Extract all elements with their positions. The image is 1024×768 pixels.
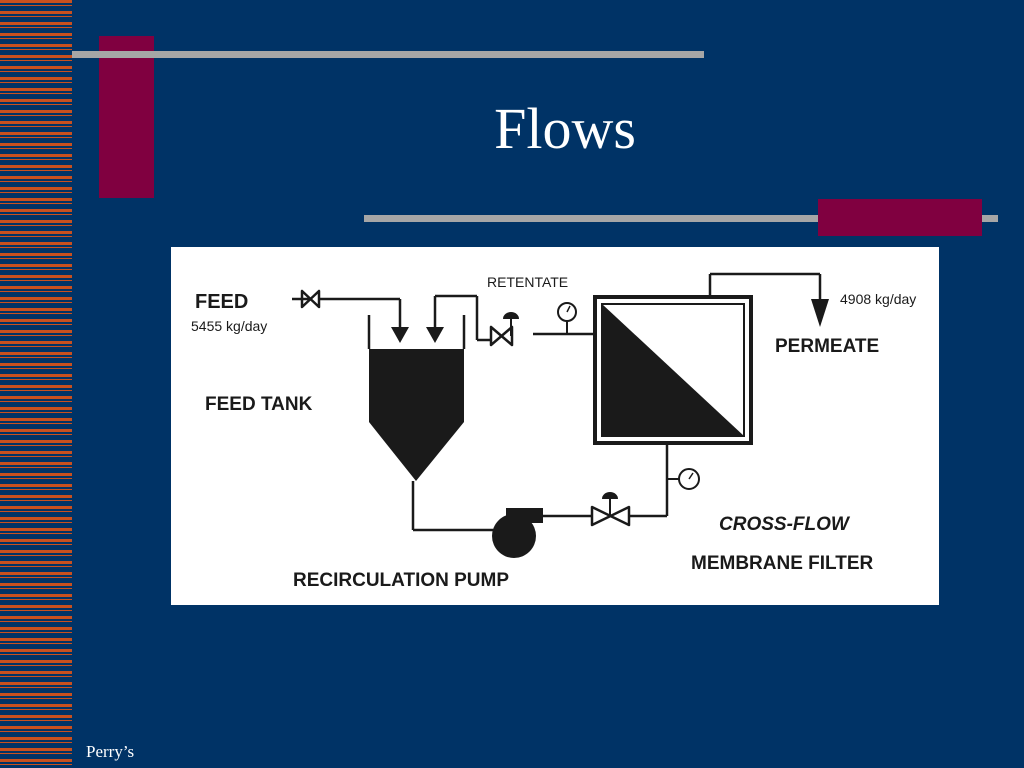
cross-flow-diagram: FEED 5455 kg/day RETENTATE 4908 kg/day P…: [171, 247, 939, 605]
pump-valve-icon: [590, 492, 631, 527]
retentate-label: RETENTATE: [487, 274, 568, 290]
decorative-stripes: [0, 0, 72, 768]
feed-rate-label: 5455 kg/day: [191, 318, 267, 334]
feed-line: [292, 297, 409, 343]
accent-bar-top: [72, 51, 704, 58]
permeate-line: [708, 272, 829, 327]
return-line: [426, 294, 595, 343]
feed-tank-icon: [367, 315, 466, 481]
accent-block-left: [99, 36, 154, 198]
filter-label-line1: CROSS-FLOW: [719, 514, 851, 535]
retentate-valve-icon: [489, 312, 519, 347]
filter-label-line2: MEMBRANE FILTER: [691, 553, 874, 574]
source-footer: Perry’s: [86, 742, 135, 761]
membrane-filter-icon: [593, 295, 753, 445]
accent-bar-bottom: [364, 215, 998, 222]
feed-label: FEED: [195, 291, 248, 313]
feed-tank-label: FEED TANK: [205, 394, 313, 415]
permeate-label: PERMEATE: [775, 336, 879, 357]
filter-inlet-gauge-icon: [667, 468, 700, 490]
slide-title: Flows: [494, 96, 636, 161]
pump-icon: [492, 508, 543, 558]
accent-block-right: [818, 199, 982, 236]
feed-valve-icon: [300, 289, 321, 309]
permeate-rate-label: 4908 kg/day: [840, 291, 916, 307]
recirculation-line: [411, 445, 669, 532]
pump-label: RECIRCULATION PUMP: [293, 570, 509, 591]
retentate-gauge-icon: [557, 302, 577, 334]
